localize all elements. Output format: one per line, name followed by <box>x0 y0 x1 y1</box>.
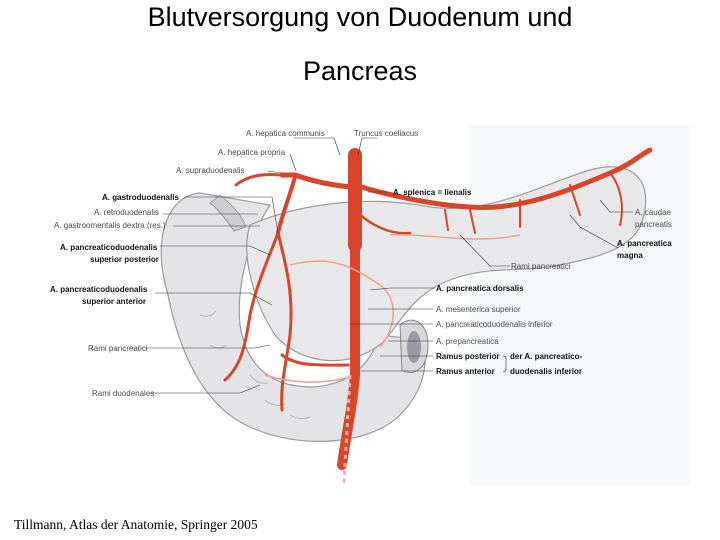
page-title-line-1: Blutversorgung von Duodenum und <box>147 2 573 32</box>
label-retroduodenalis: A. retroduodenalis <box>94 208 159 217</box>
label-hepatica-propria: A. hepatica propria <box>218 148 286 157</box>
label-mesenterica-superior: A. mesenterica superior <box>436 305 521 314</box>
label-pancreatica-dorsalis: A. pancreatica dorsalis <box>436 284 524 293</box>
label-der-a-1: der A. pancreatico- <box>510 352 583 361</box>
label-ramus-anterior: Ramus anterior <box>436 367 495 376</box>
label-rami-duodenales: Rami duodenales <box>92 389 154 398</box>
label-supraduodenalis: A. supraduodenalis <box>176 166 245 175</box>
leader-lines <box>145 137 633 394</box>
label-caudae-1: A. caudae <box>635 208 672 217</box>
label-prepancreatica: A. prepancreatica <box>436 337 499 346</box>
label-pd-sup-post-2: superior posterior <box>90 255 159 264</box>
duodenal-folds <box>199 310 311 420</box>
label-pancreatica-magna-2: magna <box>617 251 643 260</box>
label-pancreatica-magna-1: A. pancreatica <box>617 239 672 248</box>
label-truncus-coeliacus: Truncus coeliacus <box>354 129 418 138</box>
label-rami-pancreatici-left: Rami pancreatici <box>88 344 148 353</box>
label-rami-pancreatici-right: Rami pancreatici <box>511 262 571 271</box>
pancreas <box>246 166 647 362</box>
vessel-dashed <box>342 374 352 486</box>
label-pd-sup-post-1: A. pancreaticoduodenalis <box>60 243 158 252</box>
label-pd-inferior: A. pancreaticoduodenalis inferior <box>436 320 553 329</box>
credit-citation: Tillmann, Atlas der Anatomie, Springer 2… <box>14 517 258 532</box>
label-pd-sup-ant-1: A. pancreaticoduodenalis <box>50 285 148 294</box>
label-der-a-2: duodenalis inferior <box>510 367 582 376</box>
label-hepatica-communis: A. hepatica communis <box>246 129 325 138</box>
lumen <box>407 331 421 363</box>
label-gastroomentalis: A. gastroomentalis dextra (res.) <box>54 221 166 230</box>
label-caudae-2: pancreatis <box>635 220 672 229</box>
label-ramus-posterior: Ramus posterior <box>436 352 500 361</box>
faint-arteries <box>264 234 521 383</box>
page-title-line-2: Pancreas <box>302 56 418 86</box>
label-splenica: A. splenica = lienalis <box>393 188 472 197</box>
label-gastroduodenalis: A. gastroduodenalis <box>102 193 179 202</box>
bile-duct-stub <box>209 194 247 232</box>
anatomy-illustration: A. hepatica communis Truncus coeliacus A… <box>50 125 690 486</box>
label-pd-sup-ant-2: superior anterior <box>82 297 146 306</box>
arteries <box>223 147 653 470</box>
